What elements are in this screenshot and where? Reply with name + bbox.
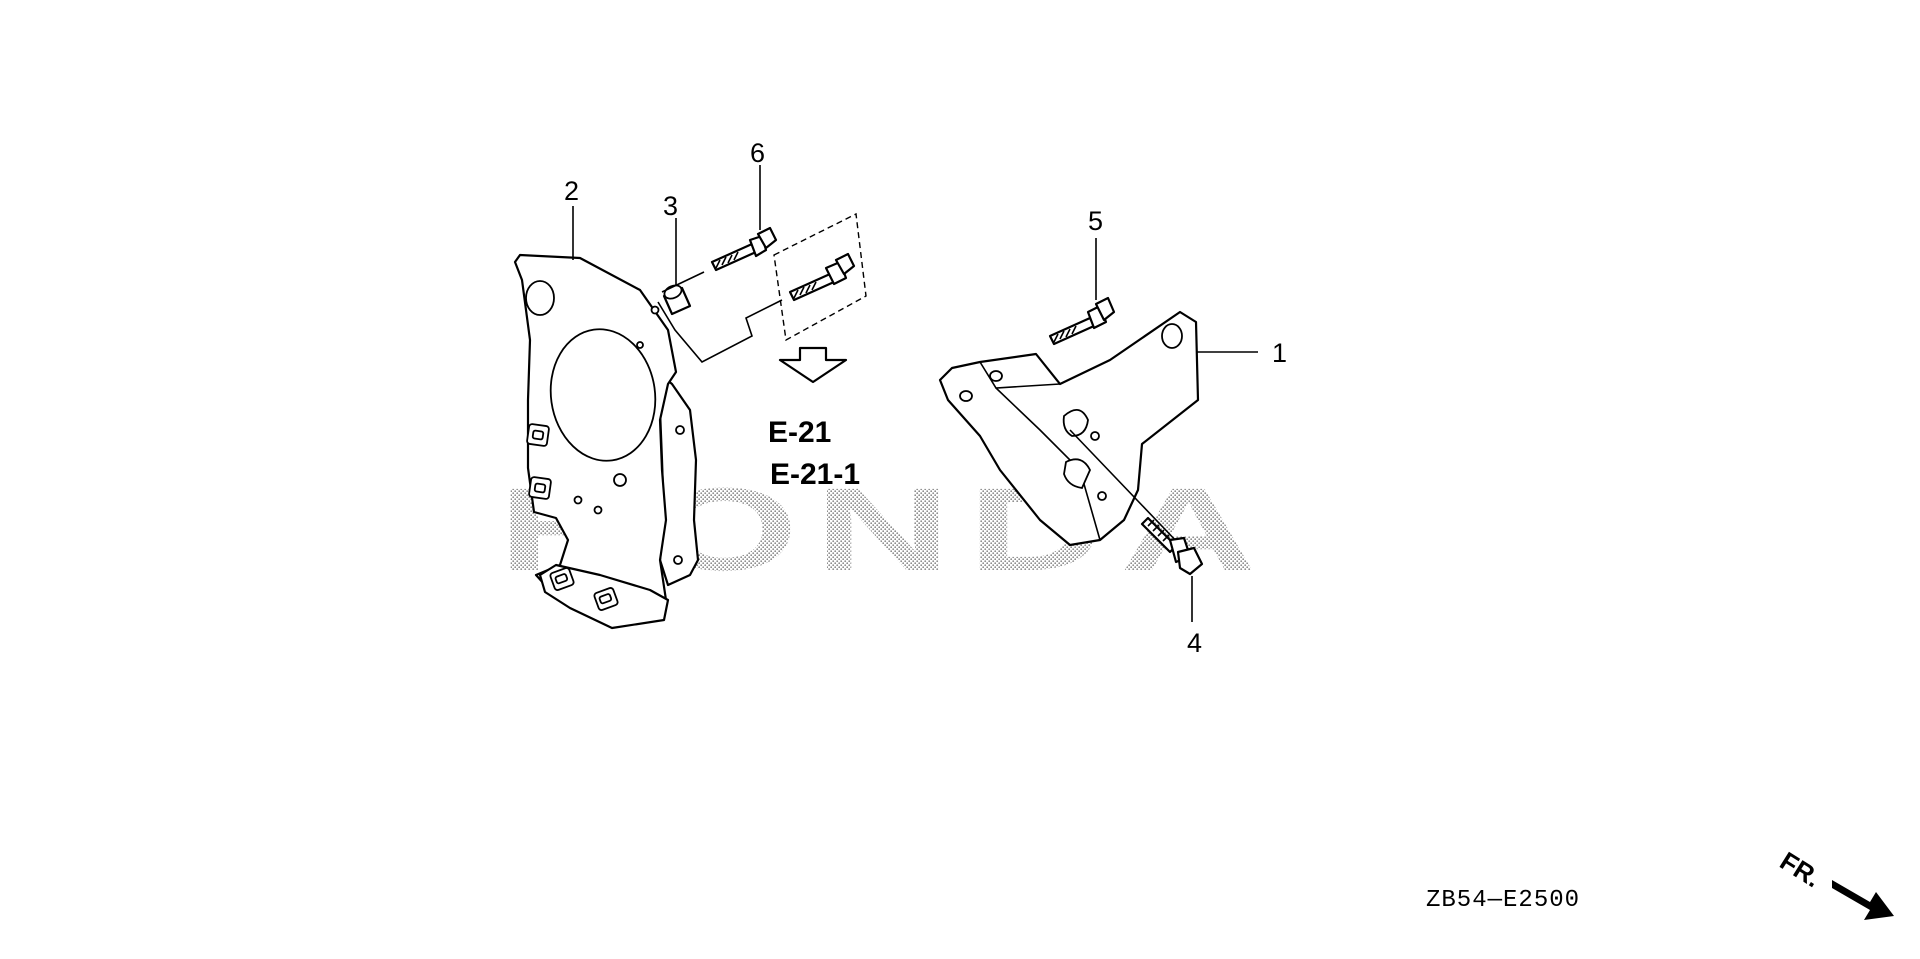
callout-3: 3: [663, 191, 678, 221]
fr-label: FR.: [1775, 846, 1826, 894]
mounting-bracket: [938, 310, 1258, 547]
reference-e21: E-21: [768, 416, 831, 449]
flange-bolt-5: [1048, 238, 1116, 346]
reference-arrow: [778, 346, 848, 384]
callout-4: 4: [1187, 628, 1202, 658]
callout-5: 5: [1088, 206, 1103, 236]
front-direction-indicator: FR.: [1775, 846, 1894, 920]
callout-6: 6: [750, 138, 765, 168]
flange-bolt-6: [661, 165, 778, 293]
bracket-plate: [513, 253, 700, 630]
callout-2: 2: [564, 176, 579, 206]
diagram-code: ZB54—E2500: [1426, 887, 1580, 914]
flange-bolt-4: [1140, 516, 1204, 622]
optional-bolt-group: [657, 212, 867, 364]
front-arrow-icon: [1832, 880, 1894, 920]
callout-1: 1: [1272, 338, 1287, 368]
reference-e21-1: E-21-1: [770, 458, 860, 491]
collar: [662, 218, 692, 316]
